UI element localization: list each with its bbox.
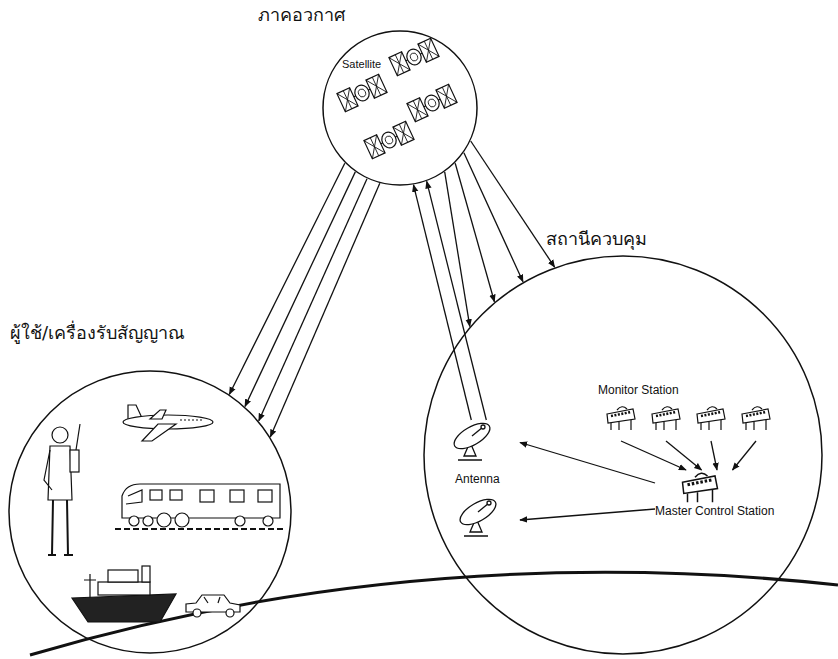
signal-arrow <box>733 441 757 470</box>
signal-arrow <box>270 183 379 436</box>
station-label: Master Control Station <box>655 504 774 519</box>
circle-outline <box>323 31 477 185</box>
monitor-station: Monitor Station <box>590 383 790 441</box>
signal-arrow <box>621 441 686 470</box>
circle-outline <box>424 256 822 654</box>
circle-outline <box>9 371 291 653</box>
signal-arrow <box>414 185 472 420</box>
signal-arrow <box>666 441 702 470</box>
control-segment-circle: สถานีควบคุมMonitor StationMaster Control… <box>423 255 823 655</box>
satellite-icon <box>364 121 414 159</box>
signal-arrow <box>245 172 355 407</box>
satellite-label: Satellite <box>342 58 381 72</box>
earth-curve <box>30 572 838 655</box>
antenna-dish <box>450 418 494 460</box>
monitor-receiver-icon <box>607 407 635 430</box>
segment-heading: สถานีควบคุม <box>546 228 647 251</box>
signal-arrow <box>471 141 555 267</box>
satellite-icon <box>389 38 439 76</box>
antenna: Antenna <box>445 420 520 545</box>
signal-arrow <box>711 441 717 470</box>
signal-arrow <box>455 163 494 302</box>
signal-arrow <box>464 153 523 282</box>
person-icon <box>44 424 80 555</box>
signal-arrow <box>520 509 655 520</box>
airplane-icon <box>123 405 213 441</box>
monitor-receiver-icon <box>697 407 725 430</box>
monitor-receiver-icon <box>652 407 680 430</box>
satellite-icon <box>407 84 457 122</box>
circle-outline <box>423 255 823 655</box>
space-segment-circle: ภาคอวกาศSatellite <box>322 30 478 186</box>
segment-heading: ผู้ใช้/เครื่องรับสัญญาณ <box>10 322 185 345</box>
signal-arrow <box>229 163 344 394</box>
signal-arrow <box>520 443 655 484</box>
station-label: Antenna <box>455 472 500 487</box>
user-segment-circle: ผู้ใช้/เครื่องรับสัญญาณ <box>8 370 292 654</box>
circle-outline <box>322 30 478 186</box>
antenna-dish <box>456 494 500 536</box>
train-icon <box>115 484 285 529</box>
monitor-receiver-icon <box>742 407 770 430</box>
master-control-icon <box>683 473 718 502</box>
car-icon <box>186 595 240 617</box>
signal-arrow <box>427 181 487 420</box>
signal-arrow <box>259 179 367 421</box>
satellite-icon <box>337 74 387 112</box>
segment-heading: ภาคอวกาศ <box>258 4 345 27</box>
ship-icon <box>72 566 176 622</box>
master-control-station: Master Control Station <box>655 470 810 522</box>
station-label: Monitor Station <box>598 383 679 398</box>
circle-outline <box>8 370 292 654</box>
